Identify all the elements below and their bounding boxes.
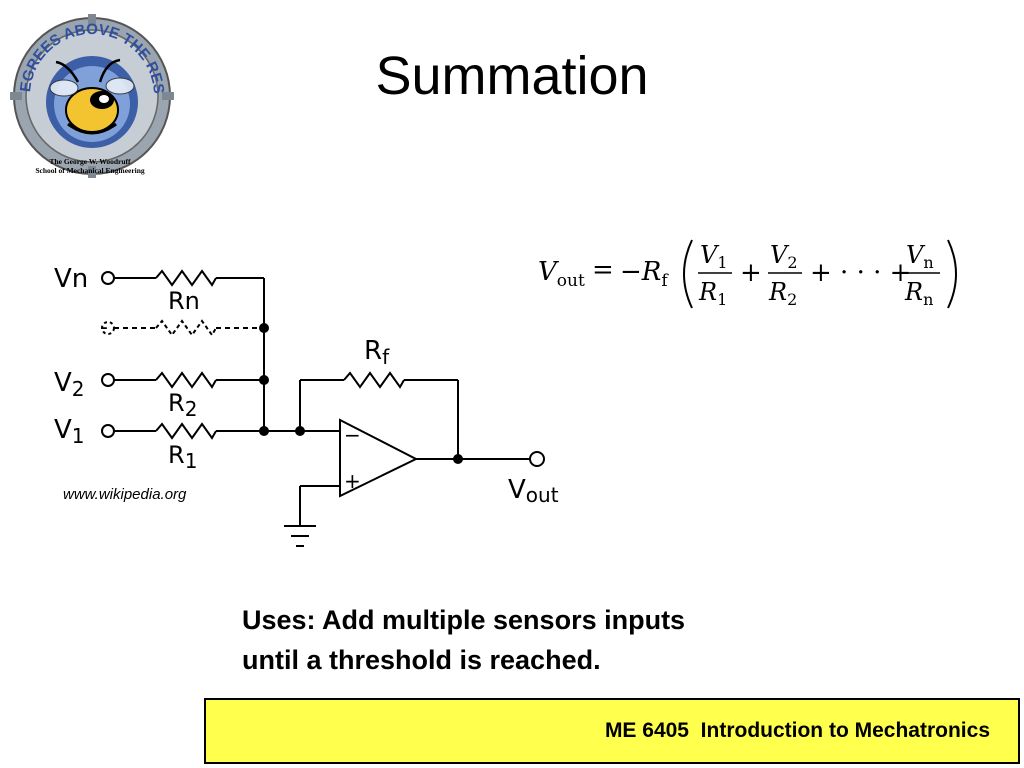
formula-lhs: Vout <box>538 257 585 291</box>
uses-text: Uses: Add multiple sensors inputs until … <box>242 600 685 680</box>
summing-amplifier-circuit: Vn - V2 V1 Rn R2 R1 Rf − + Vout <box>54 264 559 547</box>
formula-tn-den: Rn <box>904 278 933 309</box>
logo-caption-line1: The George W. Woodruff <box>49 157 131 166</box>
vout-terminal <box>529 451 545 467</box>
uses-line2: until a threshold is reached. <box>242 645 601 675</box>
formula-tn-num: Vn <box>906 241 934 272</box>
resistor-rf <box>343 371 405 389</box>
label-plus: + <box>344 469 361 493</box>
uses-line1: Uses: Add multiple sensors inputs <box>242 605 686 635</box>
summation-formula: Vout = −Rf V1 R1 + V2 R2 + · · · + Vn Rn <box>538 239 957 309</box>
label-vn: Vn <box>54 264 88 294</box>
v1-terminal <box>101 424 115 438</box>
logo-caption-line2: School of Mechanical Engineering <box>35 166 145 175</box>
junction-dot <box>259 323 269 333</box>
vn-terminal <box>101 271 115 285</box>
formula-t1-num: V1 <box>700 241 728 272</box>
formula-t2-den: R2 <box>768 278 797 309</box>
resistor-r2 <box>155 371 217 389</box>
formula-eq: = <box>592 255 614 285</box>
label-r1: R1 <box>168 441 197 473</box>
logo-caption: The George W. Woodruff School of Mechani… <box>8 157 172 175</box>
label-v1: V1 <box>54 415 85 448</box>
label-v2: V2 <box>54 368 85 401</box>
resistor-rn <box>155 269 217 287</box>
label-r2: R2 <box>168 389 197 421</box>
yellow-jacket-mascot-icon <box>49 58 135 135</box>
slide-title: Summation <box>375 46 649 106</box>
formula-dots: + · · · + <box>810 258 911 288</box>
junction-dot <box>259 375 269 385</box>
label-minus: − <box>344 423 361 447</box>
resistor-r1 <box>155 422 217 440</box>
label-vout: Vout <box>508 475 559 507</box>
junction-dot <box>259 426 269 436</box>
formula-t1-den: R1 <box>698 278 727 309</box>
resistor-dashed <box>155 319 217 337</box>
label-rf: Rf <box>364 336 390 369</box>
label-dash-input: - <box>100 315 108 340</box>
junction-dot <box>295 426 305 436</box>
formula-plus-1: + <box>740 258 762 288</box>
op-amp <box>339 418 419 498</box>
footer-course-title: ME 6405 Introduction to Mechatronics <box>604 719 990 742</box>
label-rn: Rn <box>168 287 200 315</box>
formula-t2-num: V2 <box>770 241 798 272</box>
footer-banner: ME 6405 Introduction to Mechatronics <box>204 698 1020 764</box>
junction-dot <box>453 454 463 464</box>
formula-rf: −Rf <box>620 257 669 291</box>
v2-terminal <box>101 373 115 387</box>
junction-dots <box>259 323 463 464</box>
source-credit: www.wikipedia.org <box>63 486 187 503</box>
